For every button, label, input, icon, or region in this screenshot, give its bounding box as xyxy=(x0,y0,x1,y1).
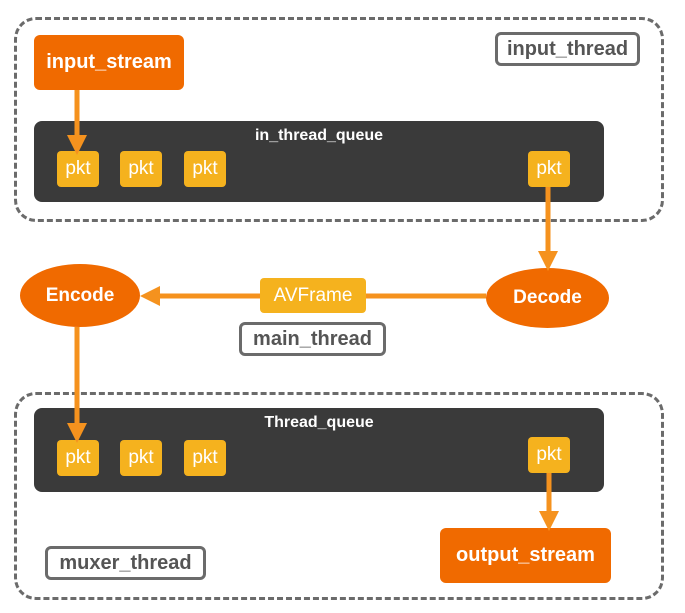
muxer-thread-label: muxer_thread xyxy=(45,546,206,580)
decode-node: Decode xyxy=(486,268,609,328)
input-thread-label: input_thread xyxy=(495,32,640,66)
input-packet-4: pkt xyxy=(528,151,570,187)
input-packet-2: pkt xyxy=(120,151,162,187)
input-thread-group xyxy=(14,17,664,222)
avframe-box: AVFrame xyxy=(260,278,366,313)
output-packet-2: pkt xyxy=(120,440,162,476)
output-stream-box: output_stream xyxy=(440,528,611,583)
input-packet-3: pkt xyxy=(184,151,226,187)
output-packet-1: pkt xyxy=(57,440,99,476)
muxer-thread-group xyxy=(14,392,664,600)
thread-queue-title: Thread_queue xyxy=(264,414,374,431)
in-thread-queue-title: in_thread_queue xyxy=(254,127,384,144)
output-packet-4: pkt xyxy=(528,437,570,473)
input-packet-1: pkt xyxy=(57,151,99,187)
output-packet-3: pkt xyxy=(184,440,226,476)
main-thread-label: main_thread xyxy=(239,322,386,356)
input-stream-box: input_stream xyxy=(34,35,184,90)
encode-node: Encode xyxy=(20,264,140,327)
